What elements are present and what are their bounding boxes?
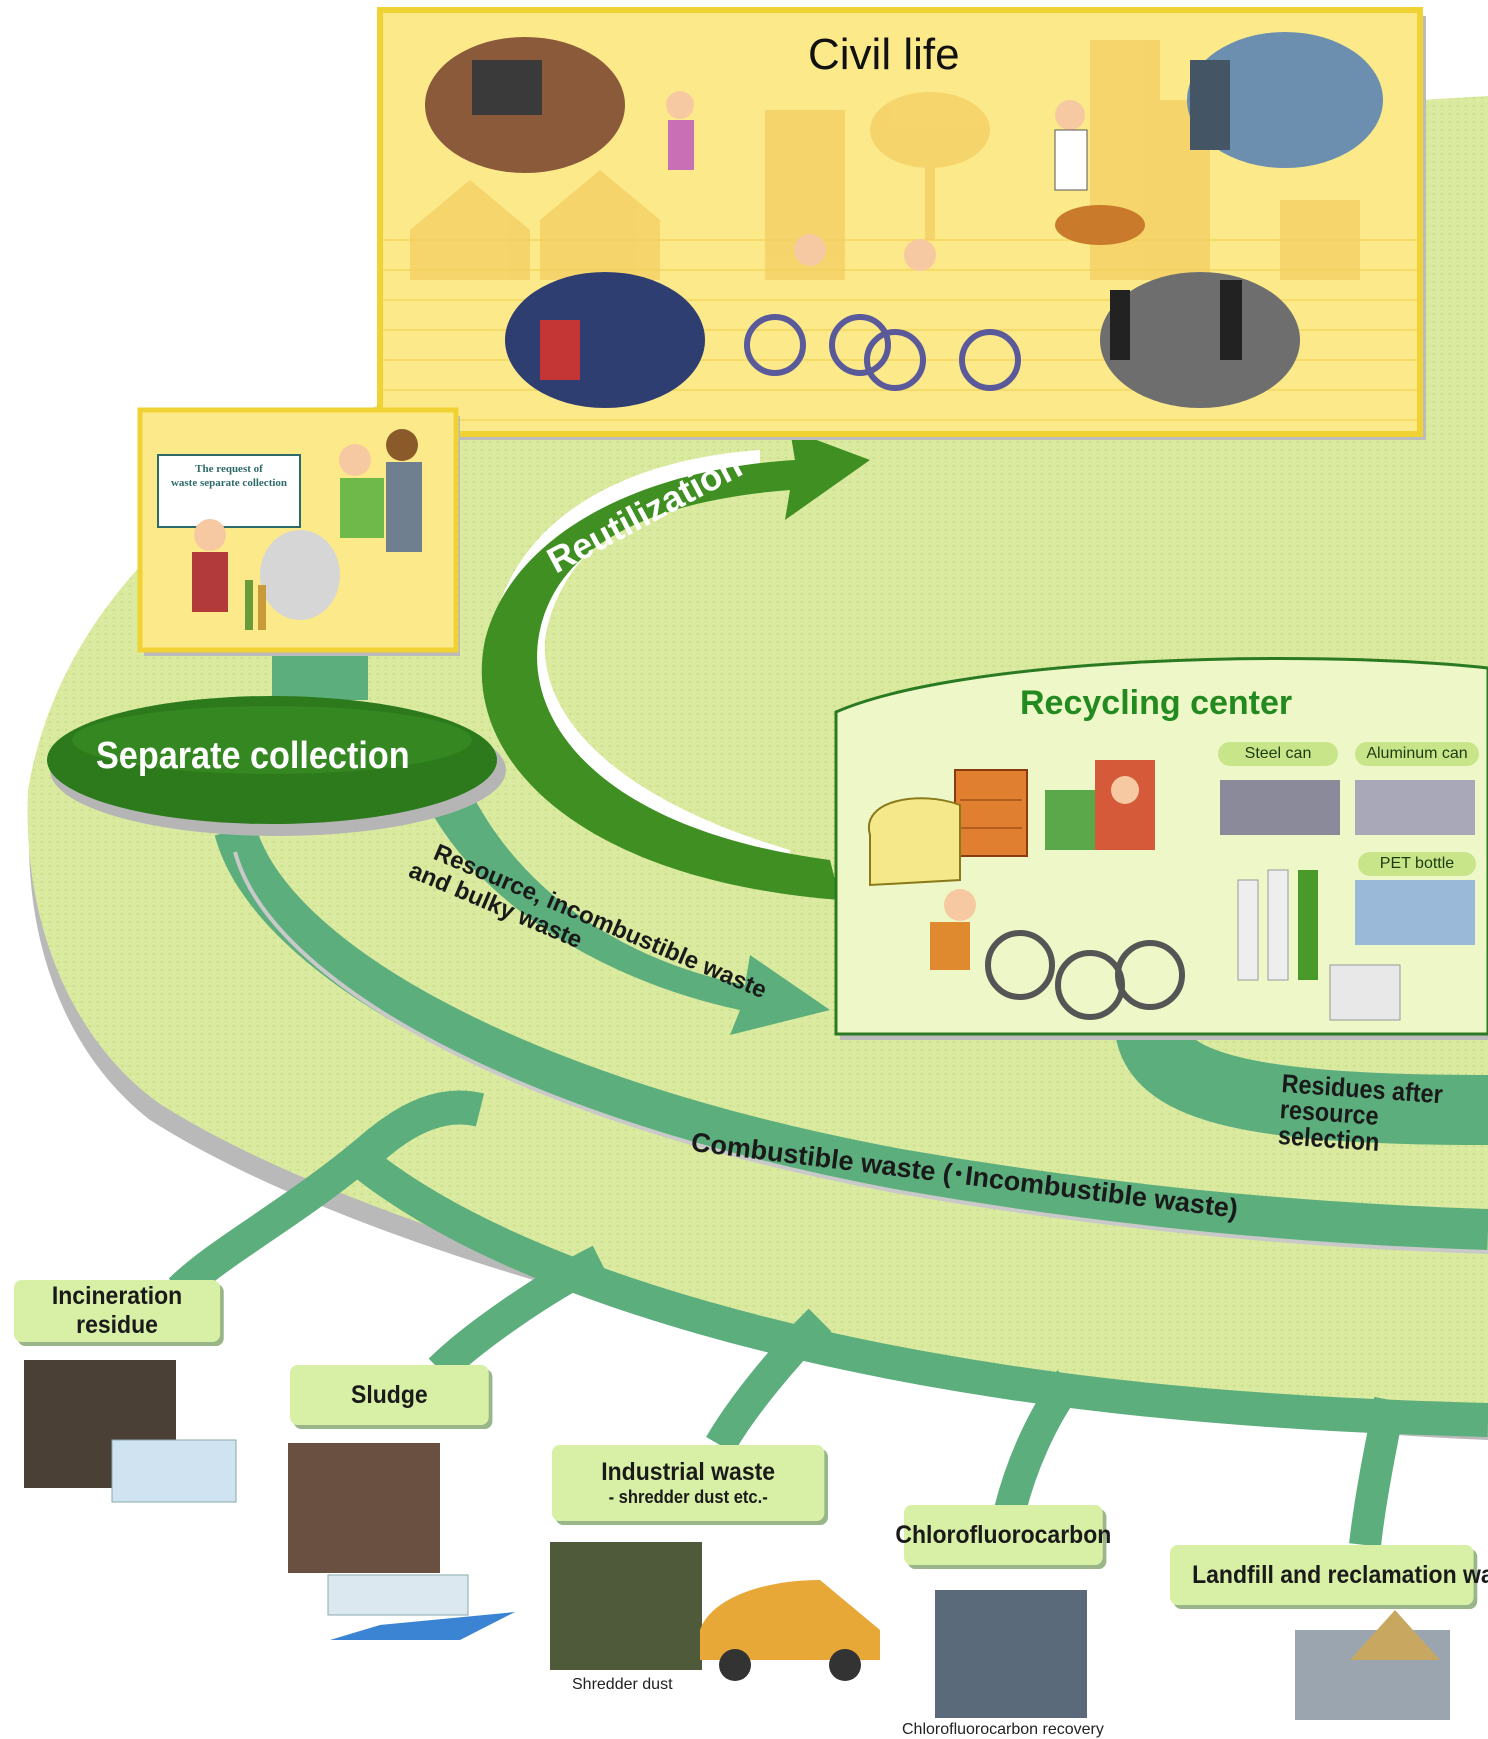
chlorofluorocarbon-box: Chlorofluorocarbon	[895, 1505, 1111, 1565]
residues-label: Residues after resource selection	[1277, 1068, 1469, 1161]
incineration-residue-box: Incineration residue	[14, 1280, 221, 1342]
flyer-title: The request of waste separate collection	[160, 462, 298, 490]
upper-right-band	[1420, 96, 1488, 345]
recycling-center-title: Recycling center	[1020, 684, 1293, 722]
civil-life-title: Civil life	[808, 30, 960, 79]
branch-industrial	[706, 1308, 832, 1454]
separate-collection-highlight	[72, 706, 472, 774]
resource-arrow	[420, 790, 830, 1035]
branch-incineration	[168, 1127, 391, 1302]
pet-bottle-chip: PET bottle	[1358, 852, 1476, 876]
branch-cfc	[994, 1370, 1083, 1514]
landfill-label: Landfill and reclamation was	[1192, 1560, 1488, 1589]
chlorofluorocarbon-label: Chlorofluorocarbon	[895, 1520, 1112, 1549]
flyer-line-1: The request of	[195, 463, 263, 475]
separate-collection-label: Separate collection	[96, 735, 410, 777]
flyer-line-2: waste separate collection	[170, 477, 288, 489]
landfill-box: Landfill and reclamation was	[1170, 1545, 1488, 1605]
aluminum-can-chip: Aluminum can	[1355, 742, 1479, 766]
industrial-waste-box: Industrial waste - shredder dust etc.-	[552, 1445, 825, 1521]
sludge-box: Sludge	[290, 1365, 489, 1425]
civil-photos	[425, 32, 1383, 408]
cfc-recovery-caption: Chlorofluorocarbon recovery	[902, 1721, 1104, 1738]
industrial-waste-label: Industrial waste	[601, 1458, 776, 1486]
flyer-people	[192, 429, 422, 630]
industrial-waste-sublabel: - shredder dust etc.-	[608, 1487, 768, 1507]
outer-teal-lane	[214, 823, 1488, 1251]
sludge-label: Sludge	[351, 1380, 428, 1409]
flyer-sign	[157, 454, 301, 528]
branch-sludge	[428, 1245, 608, 1382]
shredder-dust-caption: Shredder dust	[572, 1676, 673, 1693]
incineration-residue-label: Incineration residue	[51, 1282, 183, 1339]
recycling-illustrations	[867, 760, 1475, 1021]
residues-lane	[1115, 1021, 1488, 1145]
steel-can-chip: Steel can	[1218, 742, 1338, 766]
outer-teal-lane-edge	[233, 851, 1488, 1254]
branch-landfill	[1349, 1396, 1406, 1547]
category-photos	[24, 1360, 1450, 1720]
civil-illustrations	[666, 91, 1145, 391]
reutilization-arrow	[481, 430, 870, 900]
